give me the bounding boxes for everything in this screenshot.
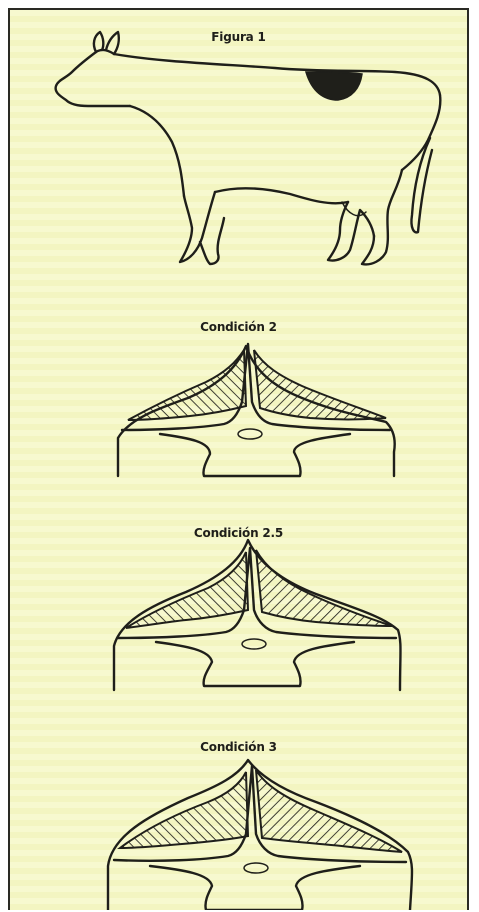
section-2-vertebra (160, 434, 350, 476)
diagram-canvas (10, 10, 469, 910)
cow-hind-leg-inner (328, 202, 374, 261)
section-2-5-canal (242, 639, 266, 649)
cow-front-leg-2 (200, 218, 224, 264)
section-condition-2 (118, 344, 395, 476)
section-3-muscle-right (256, 770, 402, 852)
section-2-muscle-left (128, 350, 246, 420)
section-2-muscle-right (254, 350, 386, 420)
cow-tail (411, 138, 432, 232)
section-condition-3 (108, 760, 412, 910)
cow-back (114, 54, 440, 95)
cow-head (56, 50, 130, 106)
section-3-canal (244, 863, 268, 873)
cow-front-leg (180, 192, 215, 262)
cow-chest (130, 106, 184, 196)
section-2-5-muscle-left (126, 552, 248, 628)
figure-panel: Figura 1 Condición 2 Condición 2.5 Condi… (8, 8, 469, 910)
cow-ear (94, 32, 103, 52)
cow-loin-area (306, 72, 362, 100)
cow-hind-leg (362, 170, 402, 264)
cow-drawing (56, 32, 441, 264)
cow-belly (215, 188, 348, 203)
section-2-canal (238, 429, 262, 439)
section-condition-2-5 (114, 540, 401, 690)
section-3-muscle-left (120, 772, 248, 848)
